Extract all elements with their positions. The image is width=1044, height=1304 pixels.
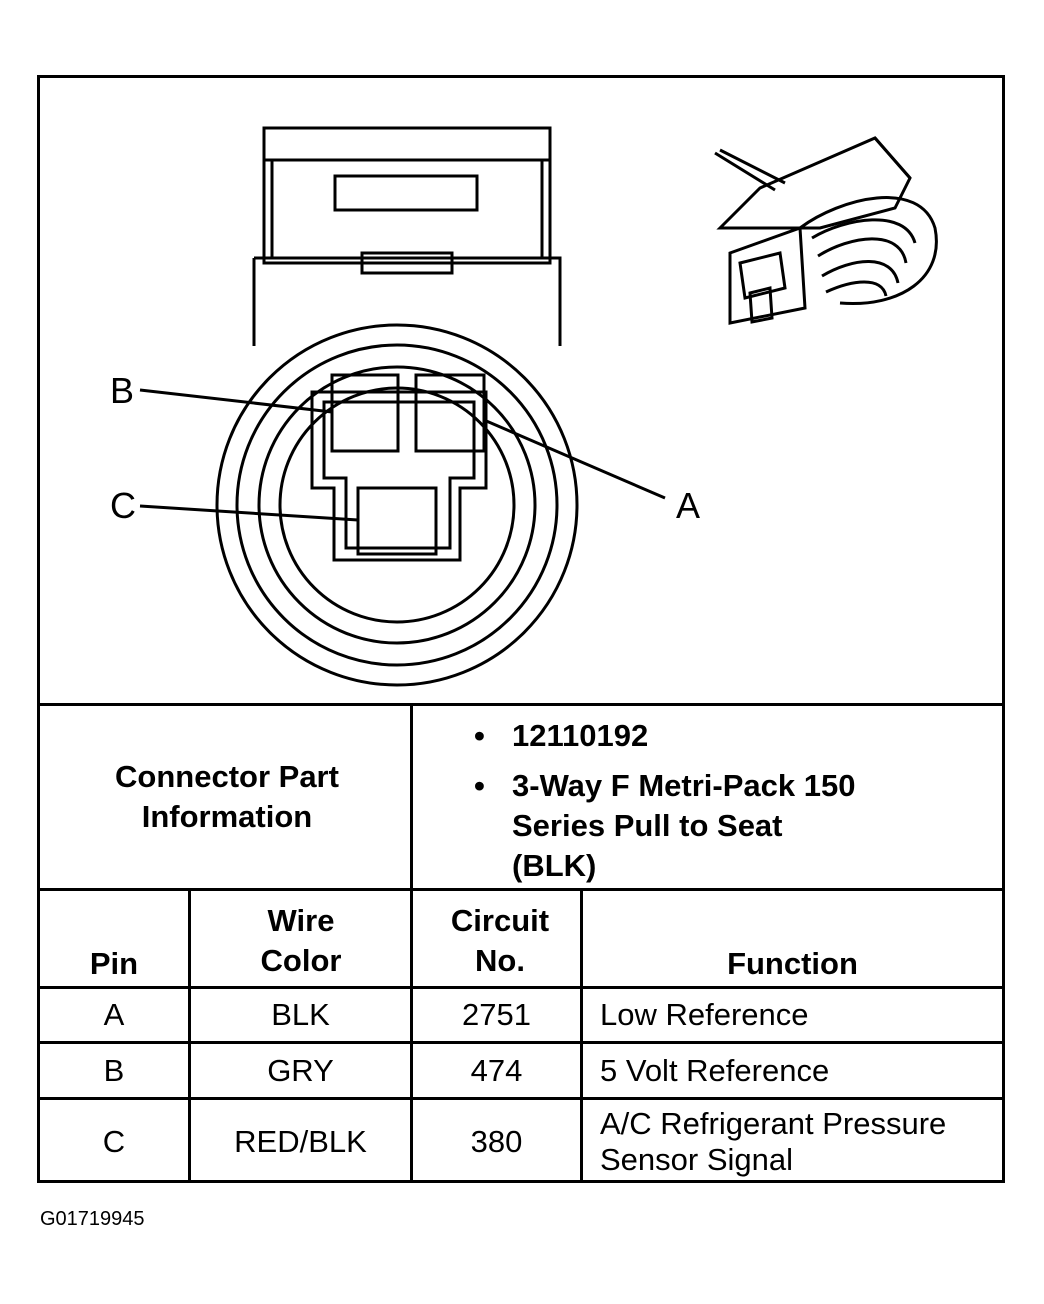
divider-table-header xyxy=(40,986,1002,989)
divider-row-a xyxy=(40,1041,1002,1044)
pin-label-b: B xyxy=(110,370,134,411)
row-b-circuit: 474 xyxy=(470,1052,523,1088)
connector-housing-top xyxy=(262,126,552,265)
part-number: 12110192 xyxy=(470,716,862,756)
connector-info-list: 12110192 3-Way F Metri-Pack 150 Series P… xyxy=(470,716,862,896)
connector-face-diagram: B C A xyxy=(110,126,938,687)
header-wire-color: Wire Color xyxy=(260,903,342,978)
leader-line-c xyxy=(139,504,359,522)
row-c-pin: C xyxy=(102,1123,126,1159)
row-c-circuit: 380 xyxy=(470,1123,523,1159)
connector-outer-ring xyxy=(215,323,579,687)
row-c-wire-color: RED/BLK xyxy=(234,1123,367,1159)
divider-row-b xyxy=(40,1097,1002,1100)
row-b-function: 5 Volt Reference xyxy=(600,1052,830,1088)
row-b-wire-color: GRY xyxy=(267,1052,334,1088)
header-circuit-no: Circuit No. xyxy=(450,903,550,978)
terminal-cavity xyxy=(310,390,488,562)
row-a-circuit: 2751 xyxy=(462,997,531,1032)
divider-circuit-column xyxy=(580,888,583,1183)
connector-latch-window xyxy=(333,174,479,212)
connector-type: 3-Way F Metri-Pack 150 Series Pull to Se… xyxy=(470,766,862,886)
document-id: G01719945 xyxy=(40,1208,145,1230)
row-a-function: Low Reference xyxy=(600,997,809,1032)
pin-label-c: C xyxy=(110,485,136,526)
row-c-function: A/C Refrigerant Pressure Sensor Signal xyxy=(600,1105,947,1177)
divider-pin-column xyxy=(188,888,191,1183)
header-pin: Pin xyxy=(89,946,139,981)
terminal-a xyxy=(414,373,486,453)
connector-info-frame: B C A Connector Part Information 1211019… xyxy=(37,75,1005,1183)
row-a-pin: A xyxy=(103,997,125,1032)
row-a-wire-color: BLK xyxy=(271,997,330,1032)
leader-line-b xyxy=(139,388,333,414)
row-b-pin: B xyxy=(103,1052,125,1088)
terminal-c xyxy=(356,486,438,556)
connector-info-label: Connector Part Information xyxy=(115,759,339,834)
terminal-b xyxy=(330,373,400,453)
connector-3d-view xyxy=(714,136,938,325)
divider-diagram xyxy=(40,703,1002,706)
divider-info-column xyxy=(410,703,413,889)
divider-wire-column xyxy=(410,888,413,1183)
header-function: Function xyxy=(727,946,858,981)
pin-label-a: A xyxy=(676,485,700,526)
leader-line-a xyxy=(483,418,666,500)
divider-connector-info xyxy=(40,888,1002,891)
